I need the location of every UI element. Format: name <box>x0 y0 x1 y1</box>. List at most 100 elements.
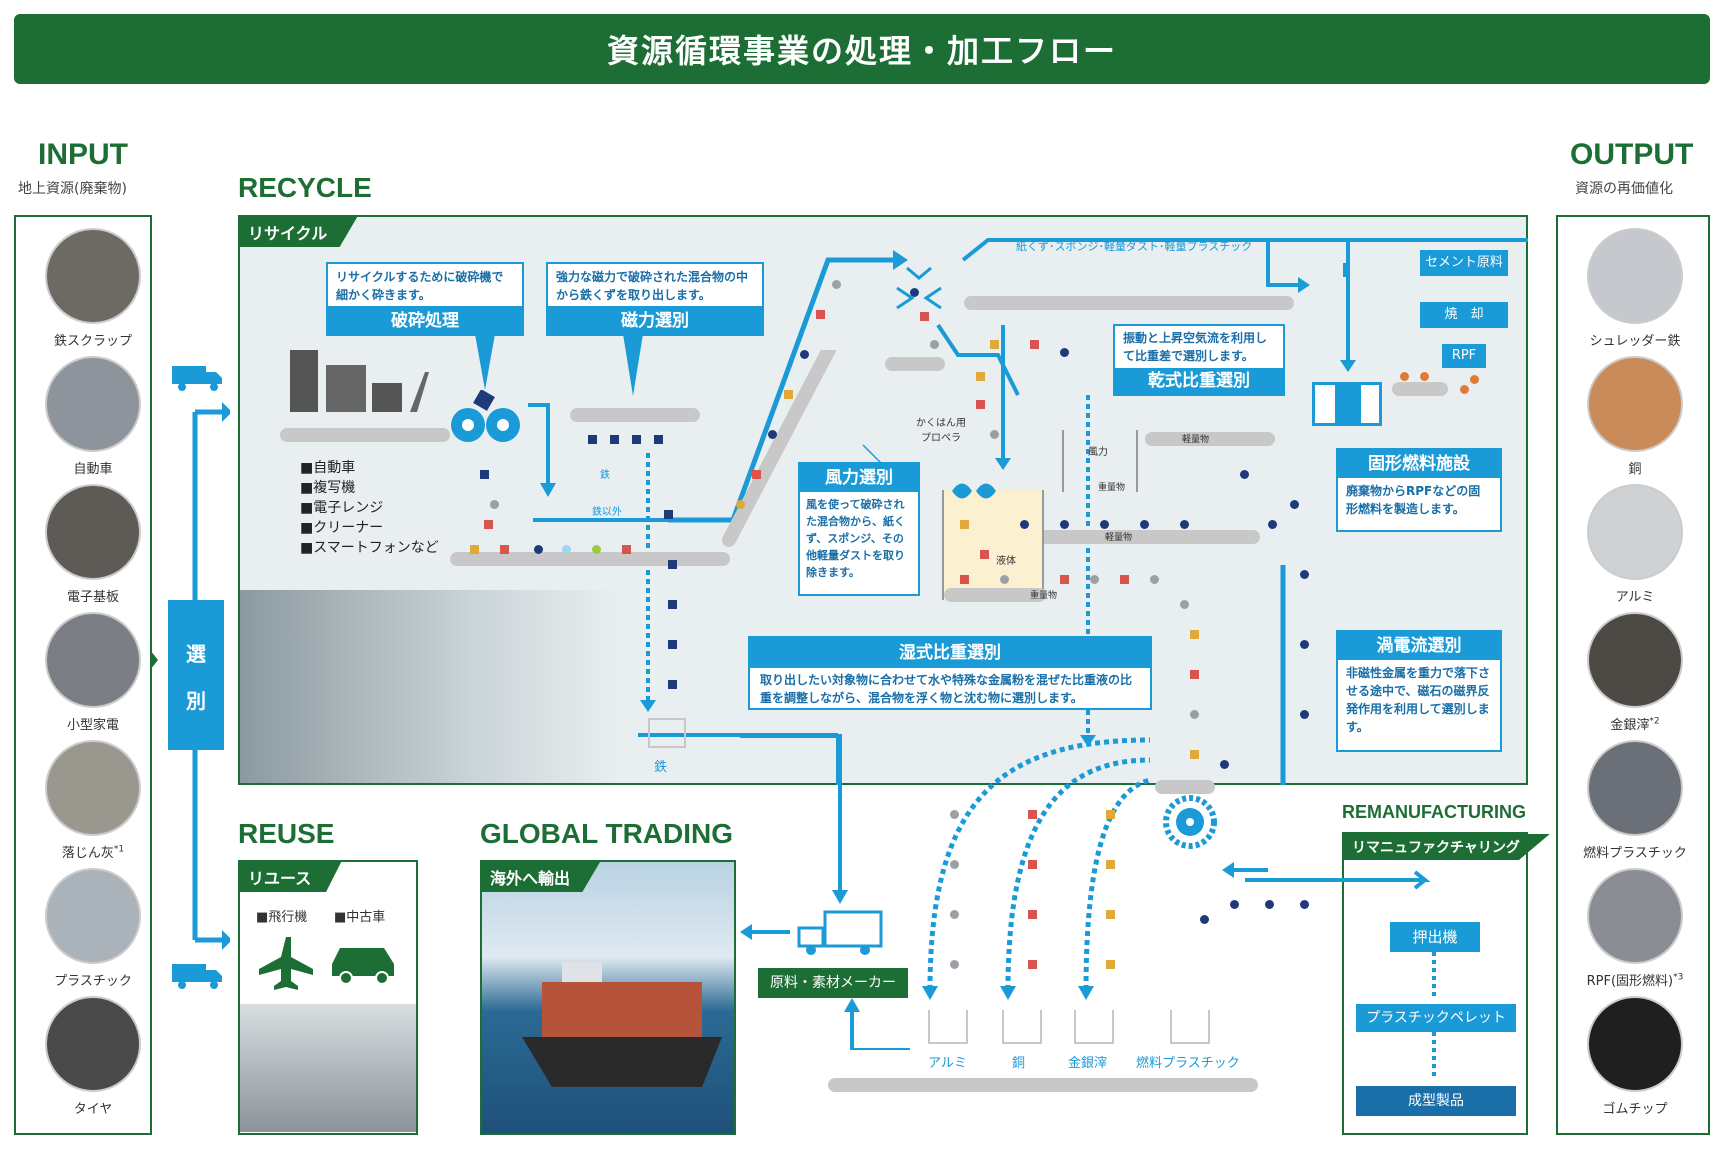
conveyor-belt <box>280 428 450 442</box>
output-item-label: アルミ <box>1615 590 1655 605</box>
iron-small-label: 鉄 <box>600 470 610 481</box>
reman-step: 成型製品 <box>1356 1086 1516 1116</box>
wet-title: 湿式比重選別 <box>750 638 1150 668</box>
reman-arrows <box>1245 870 1436 1078</box>
appliance-item: ■自動車 <box>300 460 356 476</box>
appliance-item: ■スマートフォンなど <box>300 540 439 556</box>
conveyor-belt <box>570 408 700 422</box>
input-subheading: 地上資源(廃棄物) <box>18 181 127 197</box>
non-iron-label: 鉄以外 <box>592 507 622 518</box>
light-label-2: 軽量物 <box>1105 533 1133 543</box>
input-item-label: プラスチック <box>54 974 132 989</box>
reman-step: 押出機 <box>1390 922 1480 952</box>
small-appliance-photo <box>45 612 141 708</box>
ash-photo <box>45 740 141 836</box>
maker-truck-icon <box>797 910 883 955</box>
input-item-label: 落じん灰*1 <box>61 844 125 861</box>
input-item: 電子基板 <box>34 484 152 605</box>
magnet-title: 磁力選別 <box>548 306 762 336</box>
sorting-dashed-arrows <box>922 737 1151 1000</box>
light-dust-label: 紙くず･スポンジ･軽量ダスト･軽量プラスチック <box>1016 240 1253 253</box>
dry-chamber <box>1062 430 1138 492</box>
output-item-footnote: *3 <box>1673 972 1684 983</box>
output-item: 銅 <box>1576 356 1694 477</box>
iron-bin <box>648 718 686 748</box>
output-item: 金銀滓*2 <box>1576 612 1694 733</box>
output-item-label: 燃料プラスチック <box>1583 846 1687 861</box>
fuel-plastic-bin <box>1170 1010 1210 1044</box>
fuel-plastic-photo <box>1587 740 1683 836</box>
dry-box: 振動と上昇空気流を利用して比重差で選別します。 乾式比重選別 <box>1113 324 1285 396</box>
appliance-item: ■クリーナー <box>300 520 384 536</box>
sorted-label: 金銀滓 <box>1068 1056 1108 1071</box>
reman-panel <box>1342 832 1528 1135</box>
global-heading: GLOBAL TRADING <box>480 818 734 849</box>
input-heading: INPUT <box>38 138 128 171</box>
input-item-label: 小型家電 <box>66 718 119 733</box>
input-item-label: 電子基板 <box>66 590 119 605</box>
rubber-chip-photo <box>1587 996 1683 1092</box>
used-cars-photo <box>240 1004 416 1132</box>
input-item-label: 自動車 <box>73 462 113 477</box>
input-item: 鉄スクラップ <box>34 228 152 349</box>
wet-box: 湿式比重選別 取り出したい対象物に合わせて水や特殊な金属粉を混ぜた比重液の比重を… <box>748 636 1152 710</box>
reuse-item: ■飛行機 <box>256 910 308 925</box>
material-particle <box>1200 915 1209 924</box>
liquid-tank <box>942 490 1044 600</box>
wind-small-label: 風力 <box>1088 447 1108 458</box>
eddy-desc: 非磁性金属を重力で落下させる途中で、磁石の磁界反発作用を利用して選別します。 <box>1346 666 1491 734</box>
propeller-icon <box>952 483 996 499</box>
dry-title: 乾式比重選別 <box>1115 368 1283 394</box>
crush-title: 破砕処理 <box>328 306 522 336</box>
conveyor-belt <box>944 588 1046 602</box>
slag-bin <box>1074 1010 1114 1044</box>
appliances-icon <box>290 345 440 415</box>
magnet-pointer <box>623 334 643 396</box>
output-item: アルミ <box>1576 484 1694 605</box>
input-item-label: 鉄スクラップ <box>53 334 132 349</box>
input-item: 自動車 <box>34 356 152 477</box>
aluminum-bin <box>928 1010 968 1044</box>
maker-label: 原料・素材メーカー <box>758 968 908 998</box>
sorting-label-2: 別 <box>186 689 206 713</box>
output-subheading: 資源の再価値化 <box>1575 181 1673 197</box>
sorting-label-1: 選 <box>186 642 206 666</box>
wind-desc: 風を使って破砕された混合物から、紙くず、スポンジ、その他軽量ダストを取り除きます… <box>806 498 905 579</box>
input-item: プラスチック <box>34 868 152 989</box>
output-item-label: 金銀滓*2 <box>1610 716 1660 733</box>
dry-desc: 振動と上昇空気流を利用して比重差で選別します。 <box>1123 331 1268 363</box>
heavy-label: 重量物 <box>1030 591 1058 601</box>
crush-desc: リサイクルするために破砕機で細かく砕きます。 <box>336 270 504 302</box>
eddy-rotor-icon <box>1163 795 1217 849</box>
heavy-label-2: 重量物 <box>1098 483 1126 493</box>
output-item: 燃料プラスチック <box>1576 740 1694 861</box>
global-tag: 海外へ輸出 <box>482 862 601 892</box>
rpf-label: RPF <box>1442 344 1486 368</box>
output-heading: OUTPUT <box>1570 138 1694 171</box>
input-item: 小型家電 <box>34 612 152 733</box>
appliance-list: ■自動車 ■複写機 ■電子レンジ ■クリーナー ■スマートフォンなど <box>300 458 439 558</box>
wind-title: 風力選別 <box>800 464 918 492</box>
wind-separator-icon <box>896 266 942 310</box>
reman-return-arrow <box>1222 862 1268 878</box>
eddy-box: 渦電流選別 非磁性金属を重力で落下させる途中で、磁石の磁界反発作用を利用して選別… <box>1336 630 1502 752</box>
input-item: 落じん灰*1 <box>34 740 152 861</box>
recycle-heading: RECYCLE <box>238 172 372 203</box>
reman-tag: リマニュファクチャリング <box>1344 834 1550 860</box>
conveyor-belt <box>1145 432 1275 446</box>
circuit-board-photo <box>45 484 141 580</box>
reman-step: プラスチックペレット <box>1356 1004 1516 1032</box>
maker-arrows <box>740 734 910 1050</box>
appliance-item: ■電子レンジ <box>300 500 384 516</box>
eddy-title: 渦電流選別 <box>1338 632 1500 660</box>
output-item-label: シュレッダー鉄 <box>1589 334 1681 349</box>
output-item: ゴムチップ <box>1576 996 1694 1117</box>
truck-icon <box>172 960 224 990</box>
propeller-label: かくはん用 プロペラ <box>916 418 966 444</box>
inclined-conveyor <box>714 333 914 550</box>
sorted-label: 銅 <box>1012 1056 1026 1071</box>
factory-photo <box>240 590 620 783</box>
reuse-tag: リユース <box>240 862 342 892</box>
car-icon <box>332 948 394 984</box>
car-photo <box>45 356 141 452</box>
